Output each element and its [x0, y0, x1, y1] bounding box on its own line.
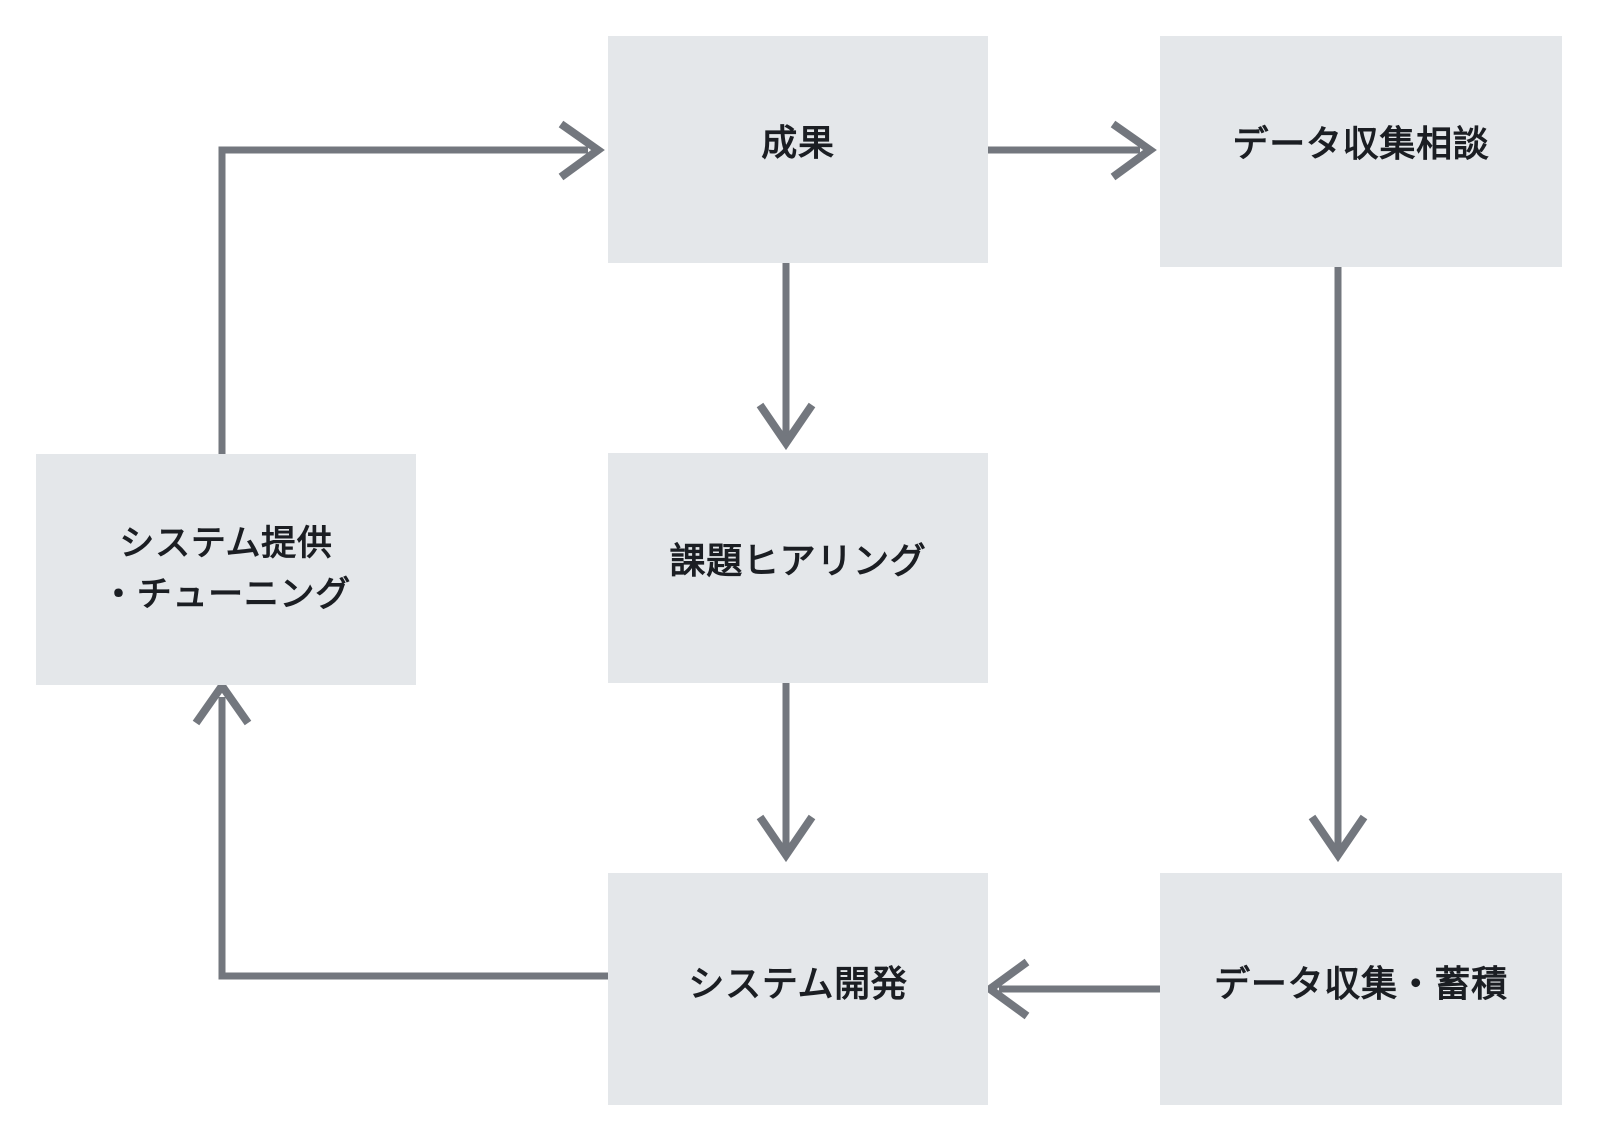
edge-seika-to-soudan: [988, 120, 1157, 181]
edge-hearing-to-kaihatsu-arrowhead: [756, 814, 816, 863]
edge-seika-to-soudan-arrowhead: [1110, 120, 1157, 181]
edge-kaihatsu-to-teikyo-arrowhead: [192, 679, 252, 726]
node-system-provision-tuning[interactable]: システム提供 ・チューニング: [36, 454, 416, 685]
edge-soudan-to-chikuseki-arrowhead: [1308, 814, 1368, 863]
edge-teikyo-to-seika: [218, 120, 605, 454]
edge-chikuseki-to-kaihatsu: [983, 958, 1160, 1020]
node-issue-hearing[interactable]: 課題ヒアリング: [608, 453, 988, 683]
node-data-collection-accumulation-label: データ収集・蓄積: [1214, 963, 1508, 1005]
edge-seika-to-hearing-arrowhead: [756, 402, 816, 451]
node-system-development-label: システム開発: [688, 963, 908, 1005]
edge-seika-to-hearing: [756, 263, 816, 451]
edge-kaihatsu-to-teikyo: [192, 679, 608, 980]
edge-teikyo-to-seika-line: [218, 146, 588, 454]
edge-chikuseki-to-kaihatsu-arrowhead: [983, 958, 1030, 1020]
node-data-collection-consultation-label: データ収集相談: [1232, 124, 1490, 166]
node-seika[interactable]: 成果: [608, 36, 988, 263]
node-system-provision-tuning-label: システム提供 ・チューニング: [101, 523, 351, 615]
edge-kaihatsu-to-teikyo-line: [218, 697, 608, 980]
node-data-collection-accumulation[interactable]: データ収集・蓄積: [1160, 873, 1562, 1105]
edge-soudan-to-chikuseki: [1308, 267, 1368, 863]
edge-teikyo-to-seika-arrowhead: [558, 120, 605, 181]
node-issue-hearing-label: 課題ヒアリング: [669, 540, 927, 582]
edge-hearing-to-kaihatsu: [756, 683, 816, 863]
node-data-collection-consultation[interactable]: データ収集相談: [1160, 36, 1562, 267]
node-seika-label: 成果: [761, 123, 835, 165]
node-system-development[interactable]: システム開発: [608, 873, 988, 1105]
